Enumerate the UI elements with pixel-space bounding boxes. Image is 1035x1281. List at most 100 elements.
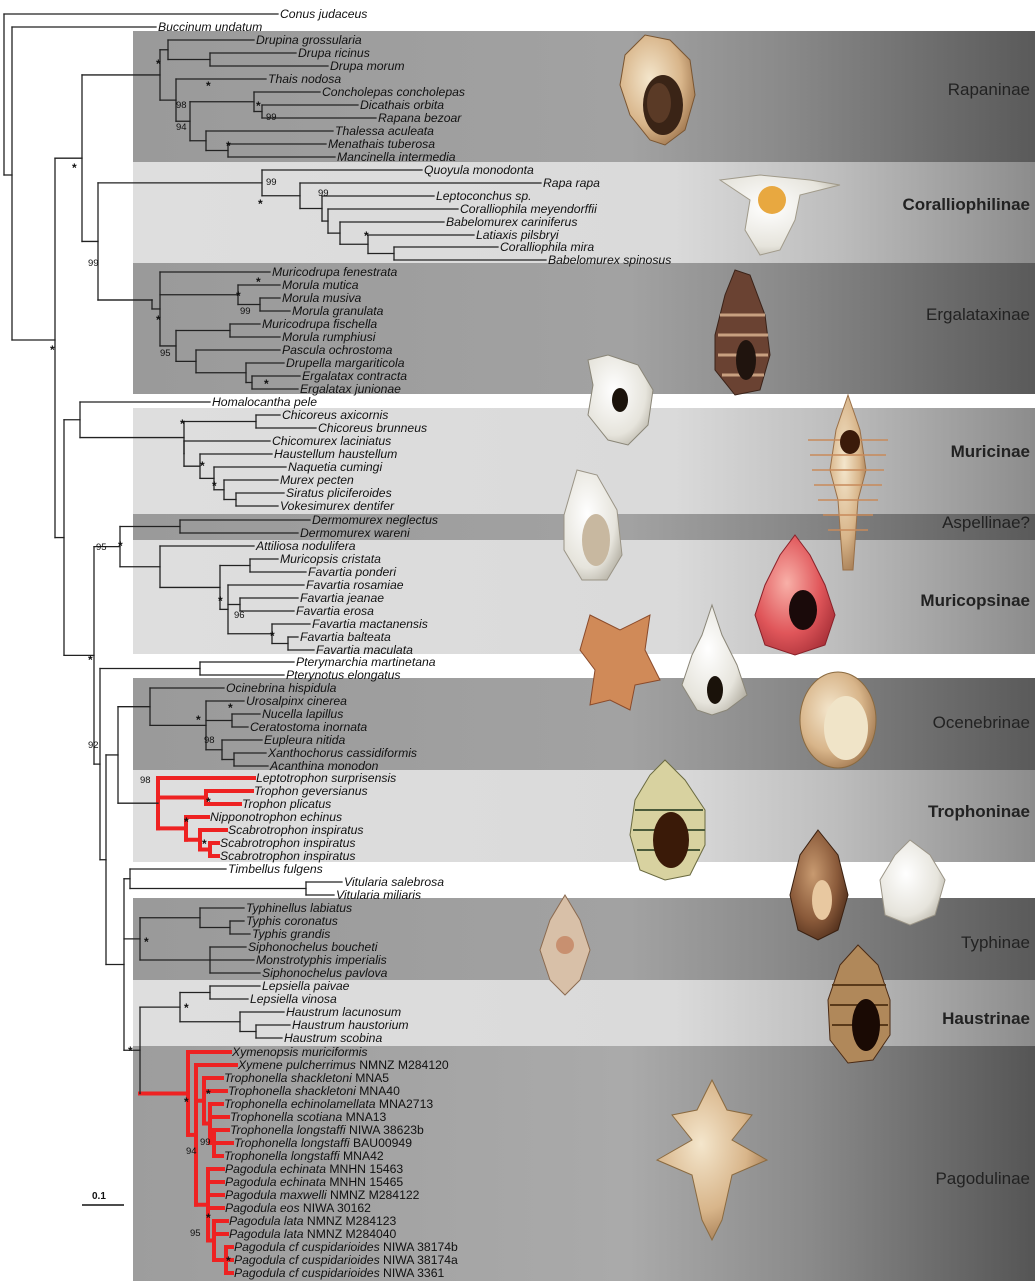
high-support-star: *: [184, 1095, 189, 1109]
taxon-label: Favartia erosa: [296, 604, 374, 618]
taxon-label: Nucella lapillus: [262, 707, 343, 721]
high-support-star: *: [144, 935, 149, 949]
taxon-label: Siphonochelus boucheti: [248, 940, 378, 954]
high-support-star: *: [236, 289, 241, 303]
taxon-label: Ergalatax junionae: [300, 382, 401, 396]
taxon-name: Rapa rapa: [543, 176, 600, 190]
taxon-label: Pterymarchia martinetana: [296, 655, 436, 669]
taxon-name: Babelomurex spinosus: [548, 253, 671, 267]
taxon-label: Monstrotyphis imperialis: [256, 953, 387, 967]
taxon-name: Ocinebrina hispidula: [226, 681, 337, 695]
taxon-label: Muricodrupa fischella: [262, 317, 377, 331]
bootstrap-support-value: 94: [186, 1146, 197, 1157]
taxon-name: Drupa morum: [330, 59, 405, 73]
taxon-label: Xanthochorus cassidiformis: [267, 746, 417, 760]
taxon-name: Pagodula maxwelli: [225, 1188, 327, 1202]
voucher-number: MNA2713: [376, 1097, 434, 1111]
taxon-label: Morula granulata: [292, 304, 384, 318]
taxon-name: Trophonella scotiana: [230, 1110, 342, 1124]
taxon-label: Pascula ochrostoma: [282, 343, 393, 357]
taxon-name: Nipponotrophon echinus: [210, 810, 342, 824]
taxon-name: Xanthochorus cassidiformis: [267, 746, 417, 760]
taxon-name: Nucella lapillus: [262, 707, 343, 721]
high-support-star: *: [180, 417, 185, 431]
high-support-star: *: [256, 275, 261, 289]
taxon-label: Rapana bezoar: [378, 111, 462, 125]
taxon-name: Siphonochelus boucheti: [248, 940, 378, 954]
taxon-name: Trophon geversianus: [254, 784, 368, 798]
taxon-name: Drupina grossularia: [256, 33, 362, 47]
taxon-name: Muricodrupa fenestrata: [272, 265, 398, 279]
taxon-label: Typhinellus labiatus: [246, 901, 352, 915]
taxon-label: Typhis grandis: [252, 927, 330, 941]
taxon-label: Leptotrophon surprisensis: [256, 771, 396, 785]
taxon-name: Murex pecten: [280, 473, 354, 487]
taxon-name: Drupella margariticola: [286, 356, 405, 370]
high-support-star: *: [206, 1211, 211, 1225]
taxon-name: Trophon plicatus: [242, 797, 331, 811]
high-support-star: *: [228, 701, 233, 715]
taxon-name: Haustrum scobina: [284, 1031, 382, 1045]
high-support-star: *: [50, 343, 55, 357]
taxon-label: Quoyula monodonta: [424, 163, 534, 177]
high-support-star: *: [200, 459, 205, 473]
taxon-name: Mancinella intermedia: [337, 150, 456, 164]
voucher-number: MNA13: [342, 1110, 386, 1124]
taxon-label: Siratus pliciferoides: [286, 486, 392, 500]
taxon-name: Babelomurex cariniferus: [446, 215, 577, 229]
taxon-name: Xymenopsis muriciformis: [231, 1045, 367, 1059]
taxon-name: Quoyula monodonta: [424, 163, 534, 177]
taxon-label: Coralliophila mira: [500, 240, 594, 254]
high-support-star: *: [218, 594, 223, 608]
bootstrap-support-value: 92: [88, 740, 99, 751]
taxon-label: Drupina grossularia: [256, 33, 362, 47]
taxon-name: Trophonella echinolamellata: [224, 1097, 376, 1111]
bootstrap-support-value: 95: [160, 348, 171, 359]
taxon-name: Morula musiva: [282, 291, 361, 305]
taxon-label: Trophonella scotiana MNA13: [230, 1110, 386, 1124]
subfamily-label: Aspellinae?: [942, 513, 1030, 532]
taxon-label: Favartia balteata: [300, 630, 391, 644]
taxon-label: Thalessa aculeata: [335, 124, 434, 138]
taxon-label: Babelomurex cariniferus: [446, 215, 577, 229]
taxon-label: Pagodula cf cuspidarioides NIWA 38174a: [234, 1253, 458, 1267]
taxon-name: Siphonochelus pavlova: [262, 966, 388, 980]
taxon-name: Scabrotrophon inspiratus: [220, 836, 356, 850]
voucher-number: BAU00949: [350, 1136, 413, 1150]
taxon-name: Pagodula cf cuspidarioides: [234, 1253, 380, 1267]
taxon-name: Dermomurex neglectus: [312, 513, 438, 527]
voucher-number: NIWA 38623b: [346, 1123, 424, 1137]
voucher-number: MNHN 15465: [326, 1175, 403, 1189]
taxon-name: Favartia jeanae: [300, 591, 384, 605]
bootstrap-support-value: 95: [190, 1228, 201, 1239]
taxon-label: Favartia rosamiae: [306, 578, 404, 592]
taxon-label: Haustrum haustorium: [292, 1018, 409, 1032]
taxon-name: Pagodula lata: [229, 1214, 304, 1228]
bootstrap-support-value: 98: [140, 775, 151, 786]
taxon-name: Vitularia miliaris: [336, 888, 421, 902]
voucher-number: NIWA 30162: [300, 1201, 372, 1215]
taxon-label: Drupella margariticola: [286, 356, 405, 370]
taxon-label: Babelomurex spinosus: [548, 253, 671, 267]
bootstrap-support-value: 96: [234, 610, 245, 621]
taxon-label: Menathais tuberosa: [328, 137, 435, 151]
taxon-name: Ergalatax junionae: [300, 382, 401, 396]
high-support-star: *: [206, 79, 211, 93]
taxon-label: Dermomurex wareni: [300, 526, 410, 540]
taxon-label: Favartia jeanae: [300, 591, 384, 605]
taxon-label: Morula mutica: [282, 278, 359, 292]
taxon-label: Xymenopsis muriciformis: [231, 1045, 367, 1059]
taxon-label: Vokesimurex dentifer: [280, 499, 395, 513]
taxon-label: Trophonella shackletoni MNA5: [224, 1071, 389, 1085]
taxon-name: Pagodula cf cuspidarioides: [234, 1240, 380, 1254]
taxon-label: Favartia mactanensis: [312, 617, 428, 631]
taxon-label: Muricodrupa fenestrata: [272, 265, 398, 279]
taxon-label: Coralliophila meyendorffii: [460, 202, 597, 216]
taxon-name: Morula granulata: [292, 304, 384, 318]
taxon-label: Rapa rapa: [543, 176, 600, 190]
taxon-label: Naquetia cumingi: [288, 460, 382, 474]
bootstrap-support-value: 99: [200, 1137, 211, 1148]
taxon-name: Vokesimurex dentifer: [280, 499, 395, 513]
taxon-name: Trophonella longstaffi: [230, 1123, 346, 1137]
